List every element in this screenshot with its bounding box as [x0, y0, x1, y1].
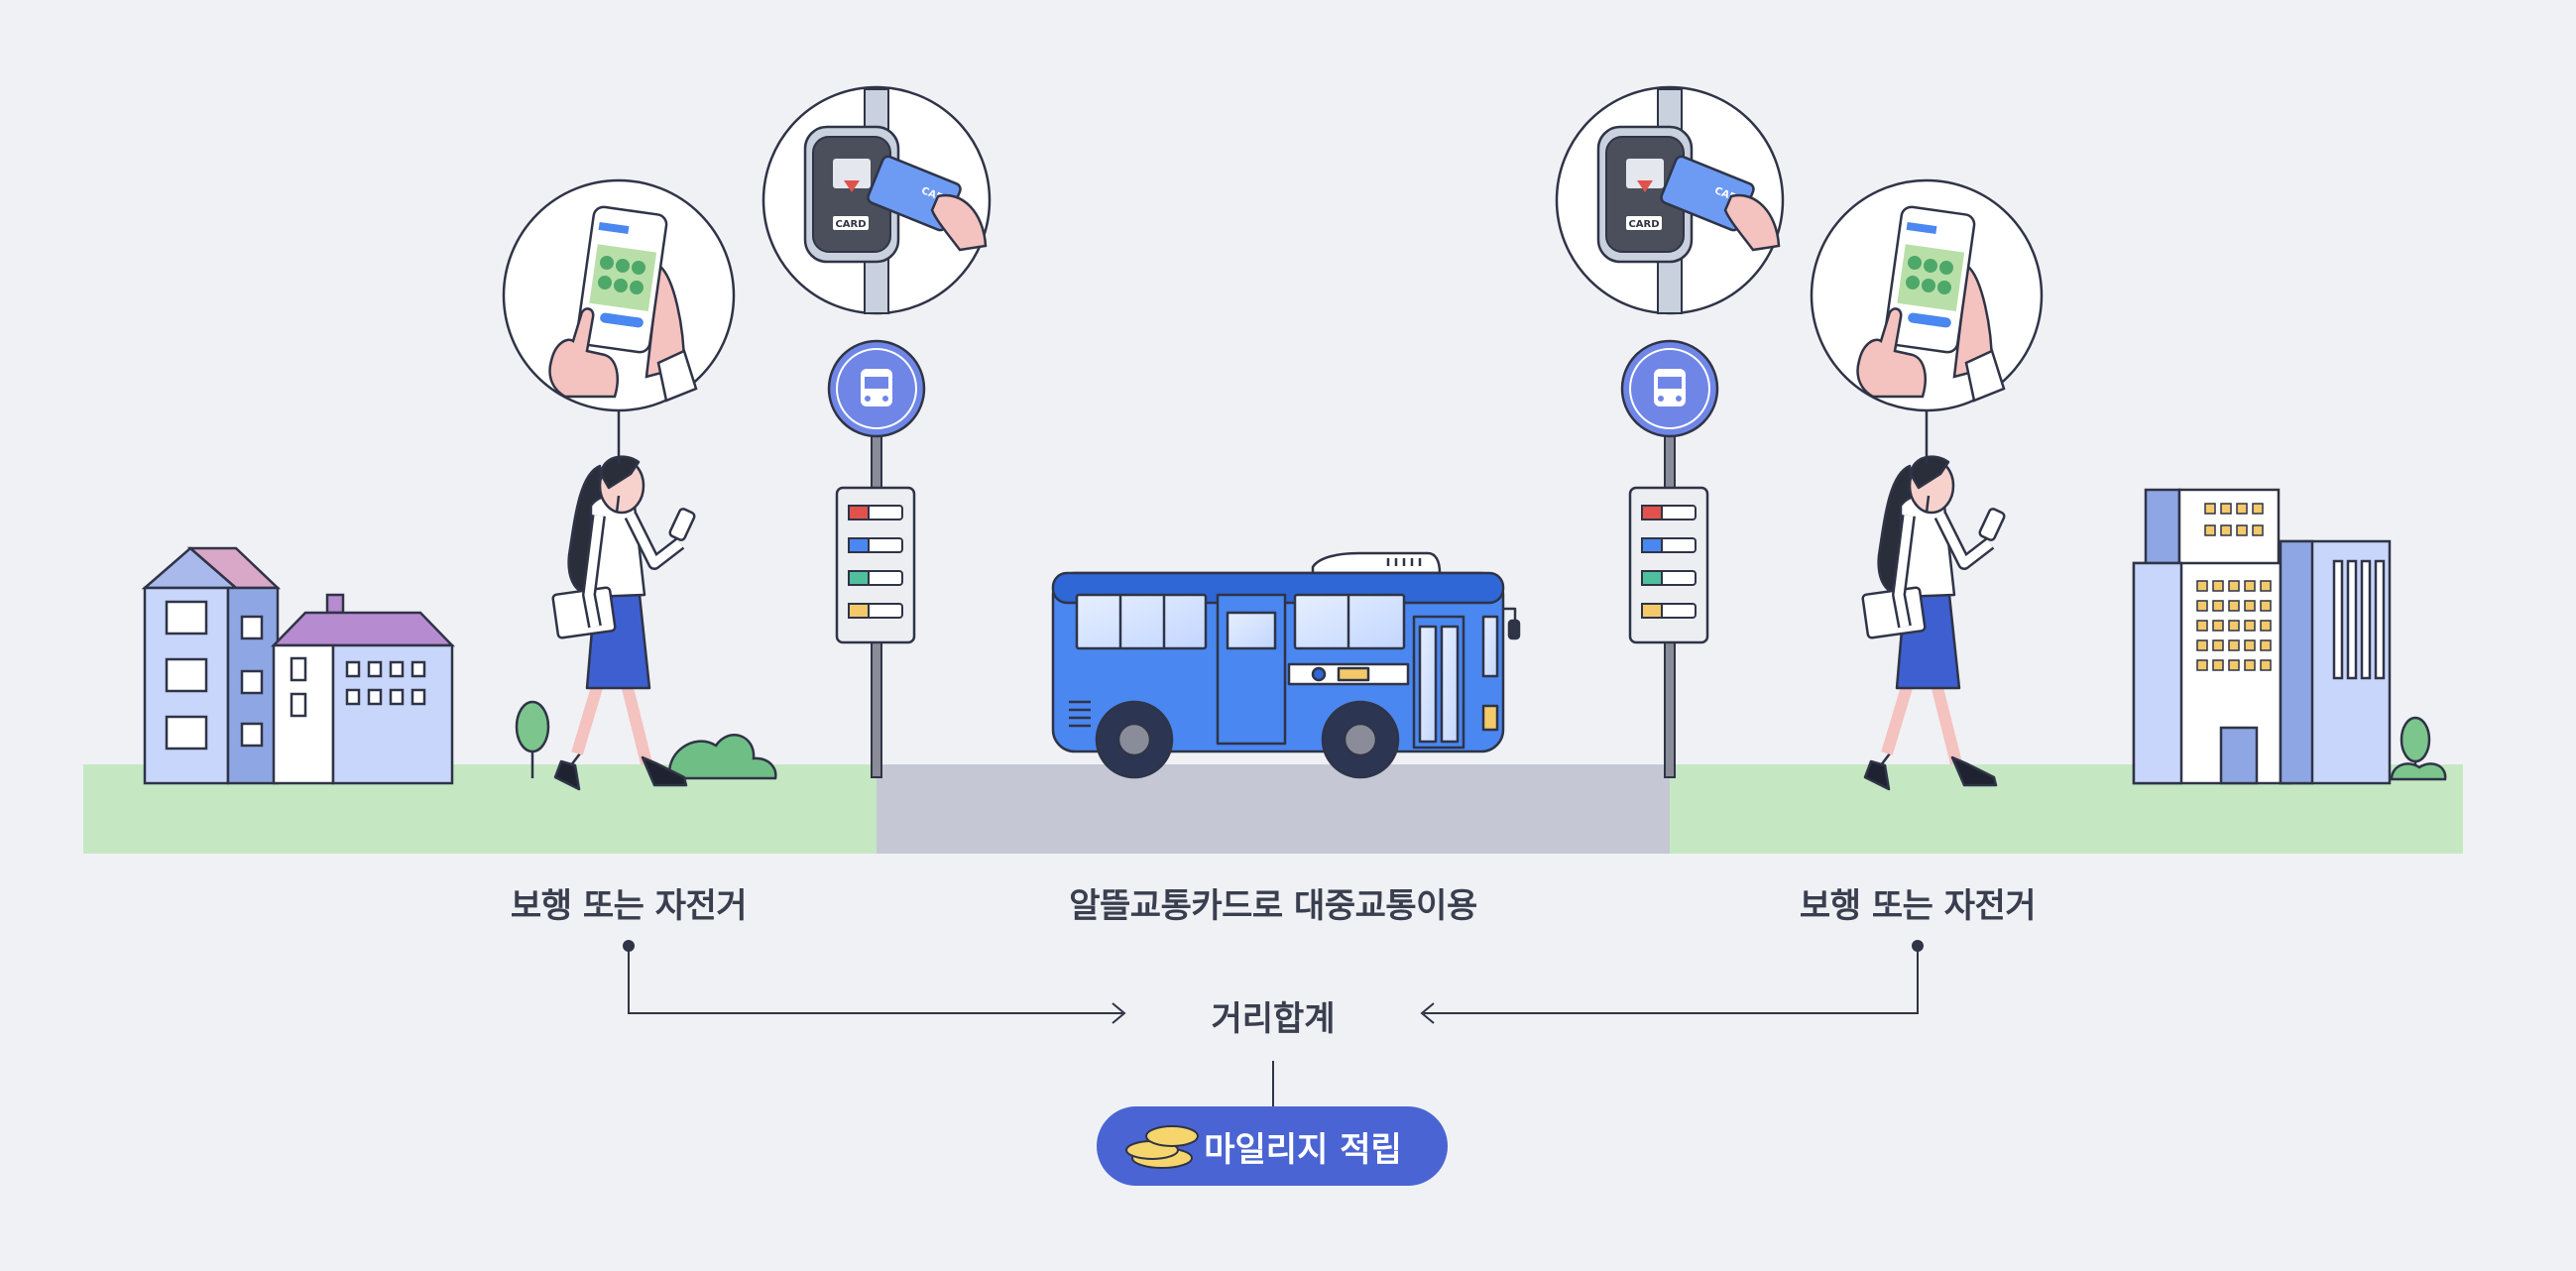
reader-card-text: CARD [835, 219, 866, 230]
pedestrian-left [551, 455, 696, 791]
houses-left [141, 546, 455, 785]
buildings-right [2132, 488, 2392, 785]
mileage-badge: 마일리지 적립 [1097, 1106, 1448, 1186]
bus [1051, 551, 1521, 779]
tree-left [515, 700, 550, 778]
bus-stop-right [1555, 85, 1785, 779]
reward-label: 마일리지 적립 [1204, 1129, 1402, 1170]
bush-left [667, 734, 777, 780]
coins-icon [1125, 1125, 1199, 1169]
label-walk-bike-end: 보행 또는 자전거 [1799, 886, 2037, 926]
label-public-transit: 알뜰교통카드로 대중교통이용 [1069, 886, 1477, 926]
tree-right [2390, 716, 2447, 781]
label-walk-bike-start: 보행 또는 자전거 [510, 886, 748, 926]
pedestrian-right [1862, 457, 2005, 789]
phone-app-callout-right [1810, 178, 2044, 466]
flow-connectors [623, 940, 1924, 1106]
bus-stop-left: CARD CARD [761, 85, 992, 778]
label-distance-total: 거리합계 [1211, 999, 1336, 1039]
phone-app-callout-left [502, 178, 736, 464]
